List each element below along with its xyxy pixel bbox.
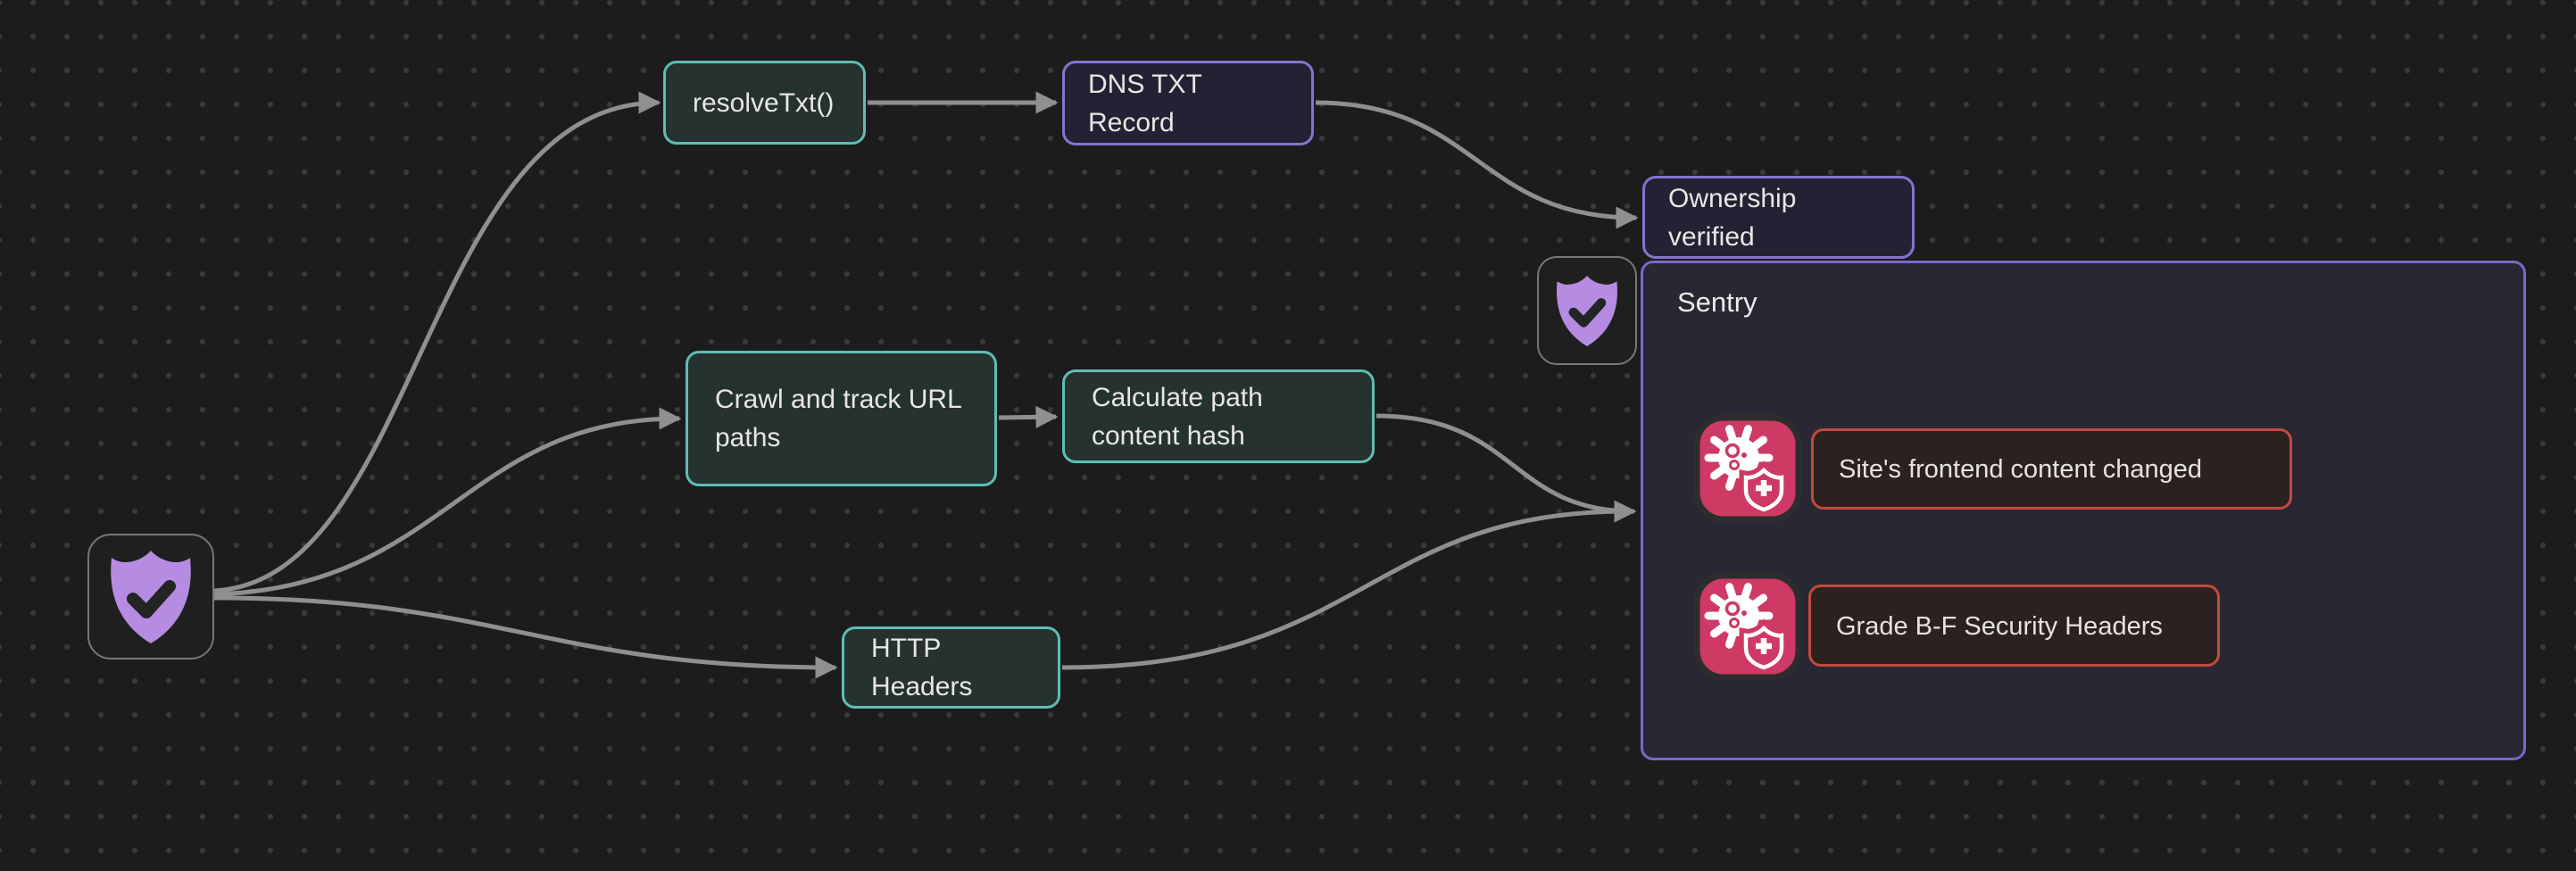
node-label: Ownership verified (1668, 183, 1797, 252)
node-crawl-track-url-paths[interactable]: Crawl and track URL paths (686, 351, 997, 486)
sentry-group-title: Sentry (1677, 286, 1757, 318)
alert-label: Grade B-F Security Headers (1836, 611, 2163, 641)
alert-grade-bf-security-headers[interactable]: Grade B-F Security Headers (1808, 585, 2220, 667)
shield-check-icon (111, 550, 191, 643)
node-http-headers[interactable]: HTTP Headers (842, 626, 1060, 709)
node-ownership-verified[interactable]: Ownership verified (1642, 176, 1915, 259)
edge-source-to-crawl[interactable] (213, 407, 682, 597)
node-label: Crawl and track URL paths (715, 385, 961, 452)
node-label: HTTP Headers (871, 634, 973, 701)
node-resolve-txt[interactable]: resolveTxt() (663, 61, 866, 145)
node-calculate-path-content-hash[interactable]: Calculate path content hash (1062, 369, 1375, 463)
edge-httpheaders-to-sentry[interactable] (1061, 509, 1629, 670)
alert-frontend-content-changed[interactable]: Site's frontend content changed (1811, 428, 2292, 510)
edge-crawl-to-calchash[interactable] (998, 405, 1059, 428)
edge-dnstxt-to-ownership[interactable] (1315, 100, 1639, 229)
edge-source-to-resolvetxt[interactable] (213, 91, 661, 593)
alert-label: Site's frontend content changed (1839, 455, 2202, 484)
node-label: Calculate path content hash (1092, 382, 1263, 451)
node-label: DNS TXT Record (1088, 69, 1202, 137)
virus-shield-icon (1692, 571, 1803, 682)
sentry-group-node[interactable]: Sentry (1641, 261, 2526, 760)
edge-calchash-to-sentry[interactable] (1375, 413, 1637, 523)
edge-source-to-httpheaders[interactable] (213, 595, 838, 679)
node-sentry-shield[interactable] (1537, 256, 1637, 365)
shield-check-icon (1557, 275, 1617, 346)
node-source-shield[interactable] (87, 534, 214, 659)
node-dns-txt-record[interactable]: DNS TXT Record (1062, 61, 1314, 145)
virus-shield-icon (1692, 413, 1803, 524)
node-label: resolveTxt() (693, 87, 835, 118)
